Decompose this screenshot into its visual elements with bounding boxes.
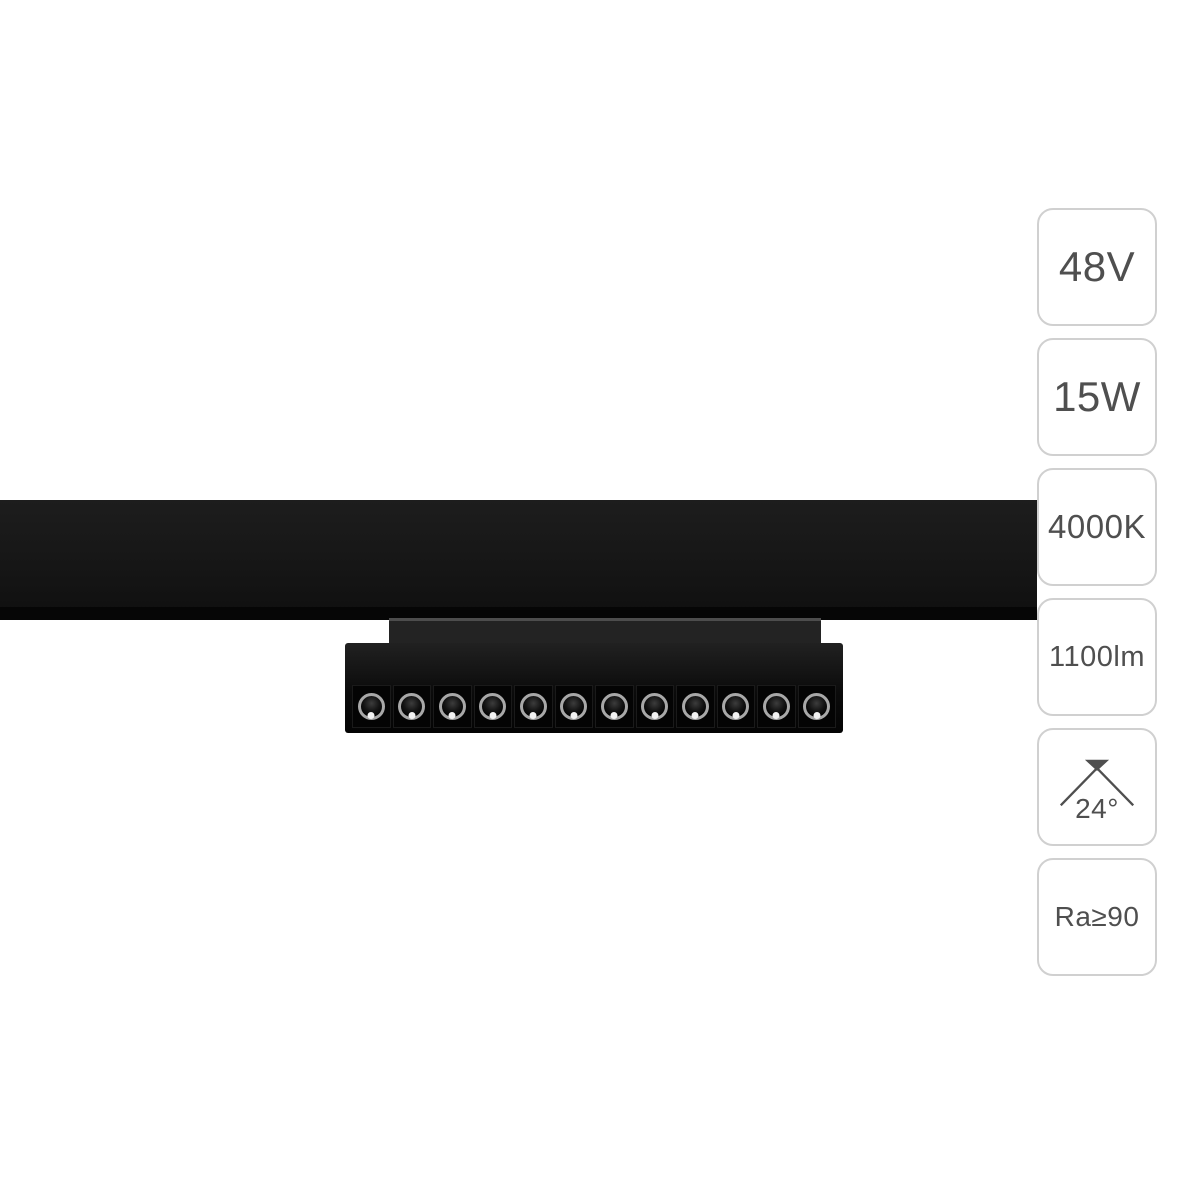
led-cell	[514, 685, 553, 728]
badge-luminous-flux-label: 1100lm	[1049, 640, 1145, 673]
beam-angle-icon	[1059, 759, 1135, 807]
led-cell	[676, 685, 715, 728]
led-cell	[392, 685, 431, 728]
led-lens	[398, 693, 426, 720]
led-lens	[438, 693, 466, 720]
led-row	[352, 685, 836, 728]
led-lens	[600, 693, 628, 720]
badge-color-temperature-label: 4000K	[1048, 508, 1146, 545]
badge-cri-label: Ra≥90	[1054, 901, 1140, 932]
badge-power-label: 15W	[1053, 373, 1141, 420]
led-cell	[595, 685, 634, 728]
badge-color-temperature: 4000K	[1037, 468, 1157, 586]
badge-voltage-label: 48V	[1058, 243, 1136, 290]
led-lens	[722, 693, 750, 720]
spec-badges: 48V 15W 4000K 1100lm 24° Ra≥90	[1037, 208, 1157, 976]
led-cell	[757, 685, 796, 728]
track-rail	[0, 500, 1037, 620]
badge-beam-angle: 24°	[1037, 728, 1157, 846]
led-lens	[479, 693, 507, 720]
badge-power: 15W	[1037, 338, 1157, 456]
led-cell	[473, 685, 512, 728]
track-rail-slot	[0, 607, 1037, 620]
led-cell	[716, 685, 755, 728]
led-lens	[641, 693, 669, 720]
led-cell	[554, 685, 593, 728]
led-lens	[560, 693, 588, 720]
led-lens	[681, 693, 709, 720]
badge-voltage: 48V	[1037, 208, 1157, 326]
badge-luminous-flux: 1100lm	[1037, 598, 1157, 716]
led-lens	[803, 693, 831, 720]
led-lens	[357, 693, 385, 720]
led-cell	[797, 685, 836, 728]
led-lens	[762, 693, 790, 720]
led-cell	[635, 685, 674, 728]
badge-beam-angle-label: 24°	[1075, 793, 1119, 824]
led-lens	[519, 693, 547, 720]
badge-cri: Ra≥90	[1037, 858, 1157, 976]
fixture-body	[345, 643, 843, 733]
led-cell	[352, 685, 391, 728]
led-cell	[433, 685, 472, 728]
